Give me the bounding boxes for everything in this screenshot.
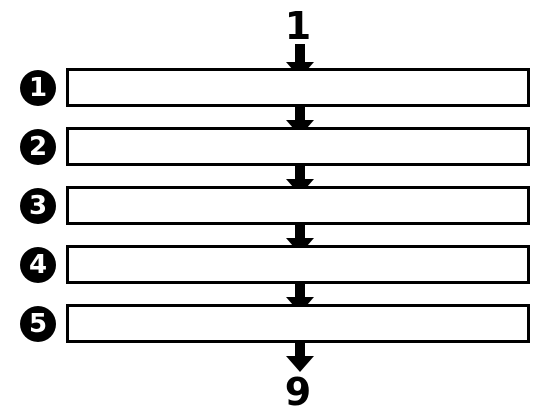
end-label: 9 [284,370,312,414]
step-text [69,130,527,142]
step-number-badge: 2 [20,129,56,165]
down-arrow-icon [285,340,315,376]
step-box [66,245,530,284]
step-box [66,68,530,107]
step-text [69,71,527,83]
step-text [69,248,527,260]
start-label: 1 [284,4,312,48]
step-row-4: 4 [20,245,530,285]
step-number-badge: 3 [20,188,56,224]
step-box [66,186,530,225]
step-text [69,307,527,319]
step-box [66,127,530,166]
step-number-badge: 5 [20,306,56,342]
step-row-3: 3 [20,186,530,226]
step-row-2: 2 [20,127,530,167]
step-row-5: 5 [20,304,530,344]
step-box [66,304,530,343]
step-row-1: 1 [20,68,530,108]
step-number-badge: 4 [20,247,56,283]
step-text [69,189,527,201]
step-number-badge: 1 [20,70,56,106]
